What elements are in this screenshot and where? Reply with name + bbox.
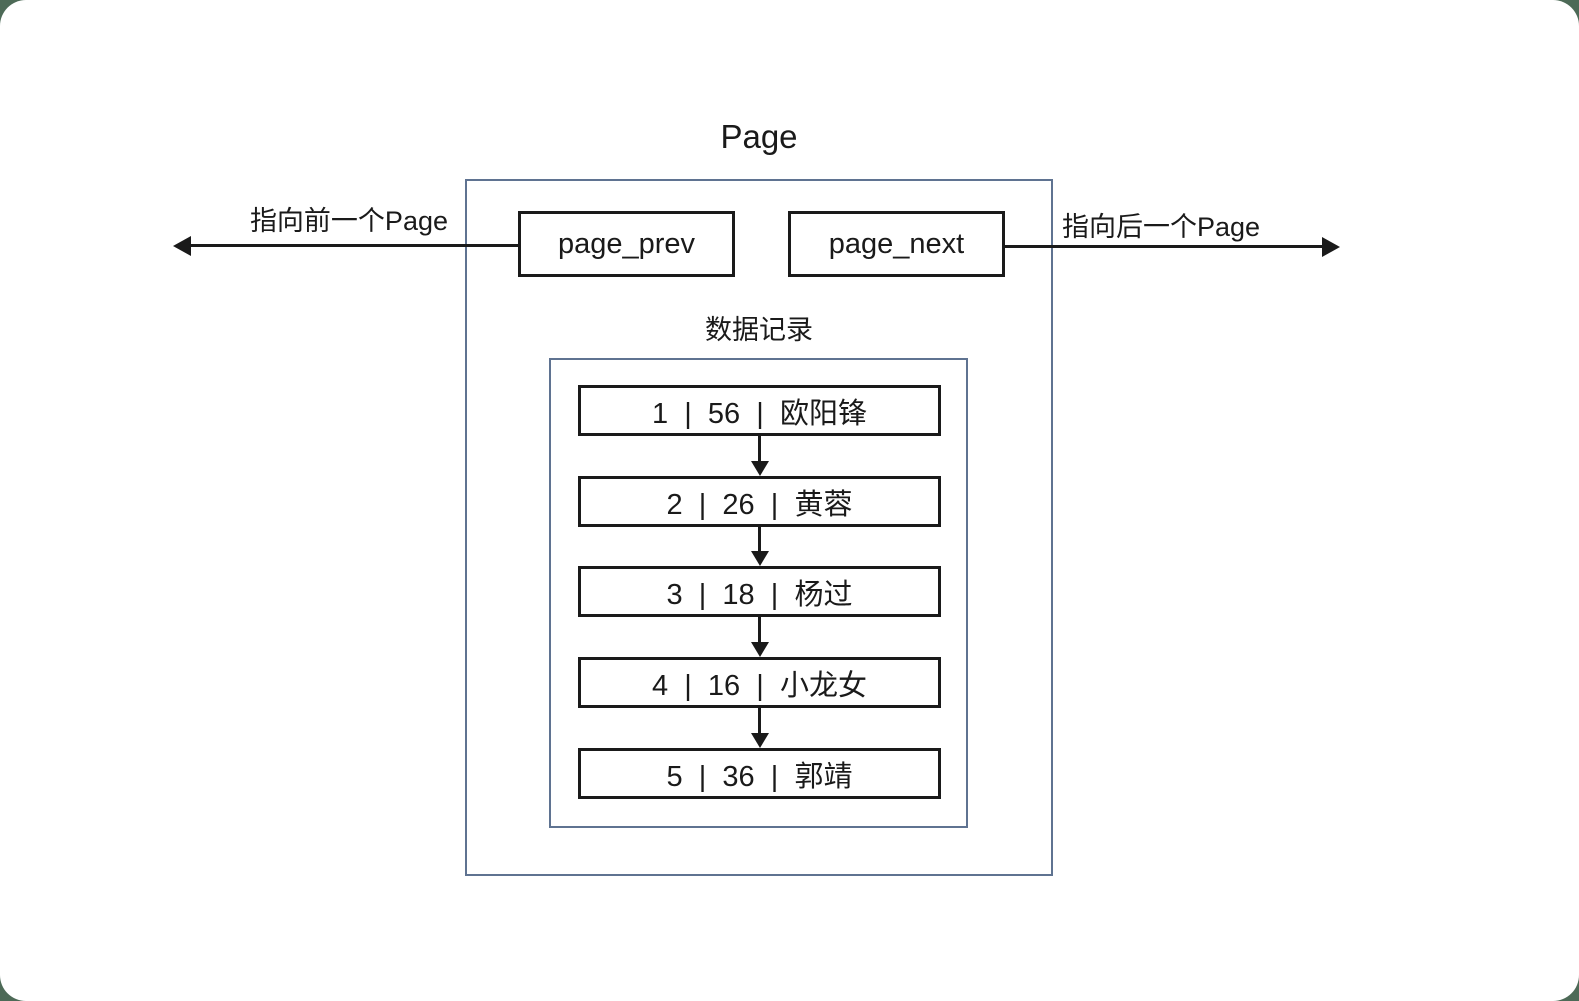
page-container bbox=[465, 179, 1053, 876]
arrowhead-left-icon bbox=[173, 236, 191, 256]
record-row: 4 | 16 | 小龙女 bbox=[578, 657, 941, 708]
record-row: 2 | 26 | 黄蓉 bbox=[578, 476, 941, 527]
record-link-arrow bbox=[758, 436, 761, 463]
page-title: Page bbox=[720, 118, 798, 155]
arrowhead-down-icon bbox=[751, 642, 769, 657]
record-row: 3 | 18 | 杨过 bbox=[578, 566, 941, 617]
next-arrow-label: 指向后一个Page bbox=[1062, 212, 1261, 242]
arrowhead-right-icon bbox=[1322, 237, 1340, 257]
arrowhead-down-icon bbox=[751, 461, 769, 476]
prev-page-arrow bbox=[186, 244, 518, 247]
arrowhead-down-icon bbox=[751, 733, 769, 748]
data-records-container bbox=[549, 358, 968, 828]
record-link-arrow bbox=[758, 527, 761, 553]
prev-arrow-label: 指向前一个Page bbox=[249, 206, 448, 236]
record-row: 5 | 36 | 郭靖 bbox=[578, 748, 941, 799]
page-prev-box: page_prev bbox=[518, 211, 735, 277]
arrowhead-down-icon bbox=[751, 551, 769, 566]
next-page-arrow bbox=[1005, 245, 1325, 248]
record-row: 1 | 56 | 欧阳锋 bbox=[578, 385, 941, 436]
record-link-arrow bbox=[758, 708, 761, 735]
record-link-arrow bbox=[758, 617, 761, 644]
page-next-box: page_next bbox=[788, 211, 1005, 277]
data-records-label: 数据记录 bbox=[705, 315, 813, 345]
